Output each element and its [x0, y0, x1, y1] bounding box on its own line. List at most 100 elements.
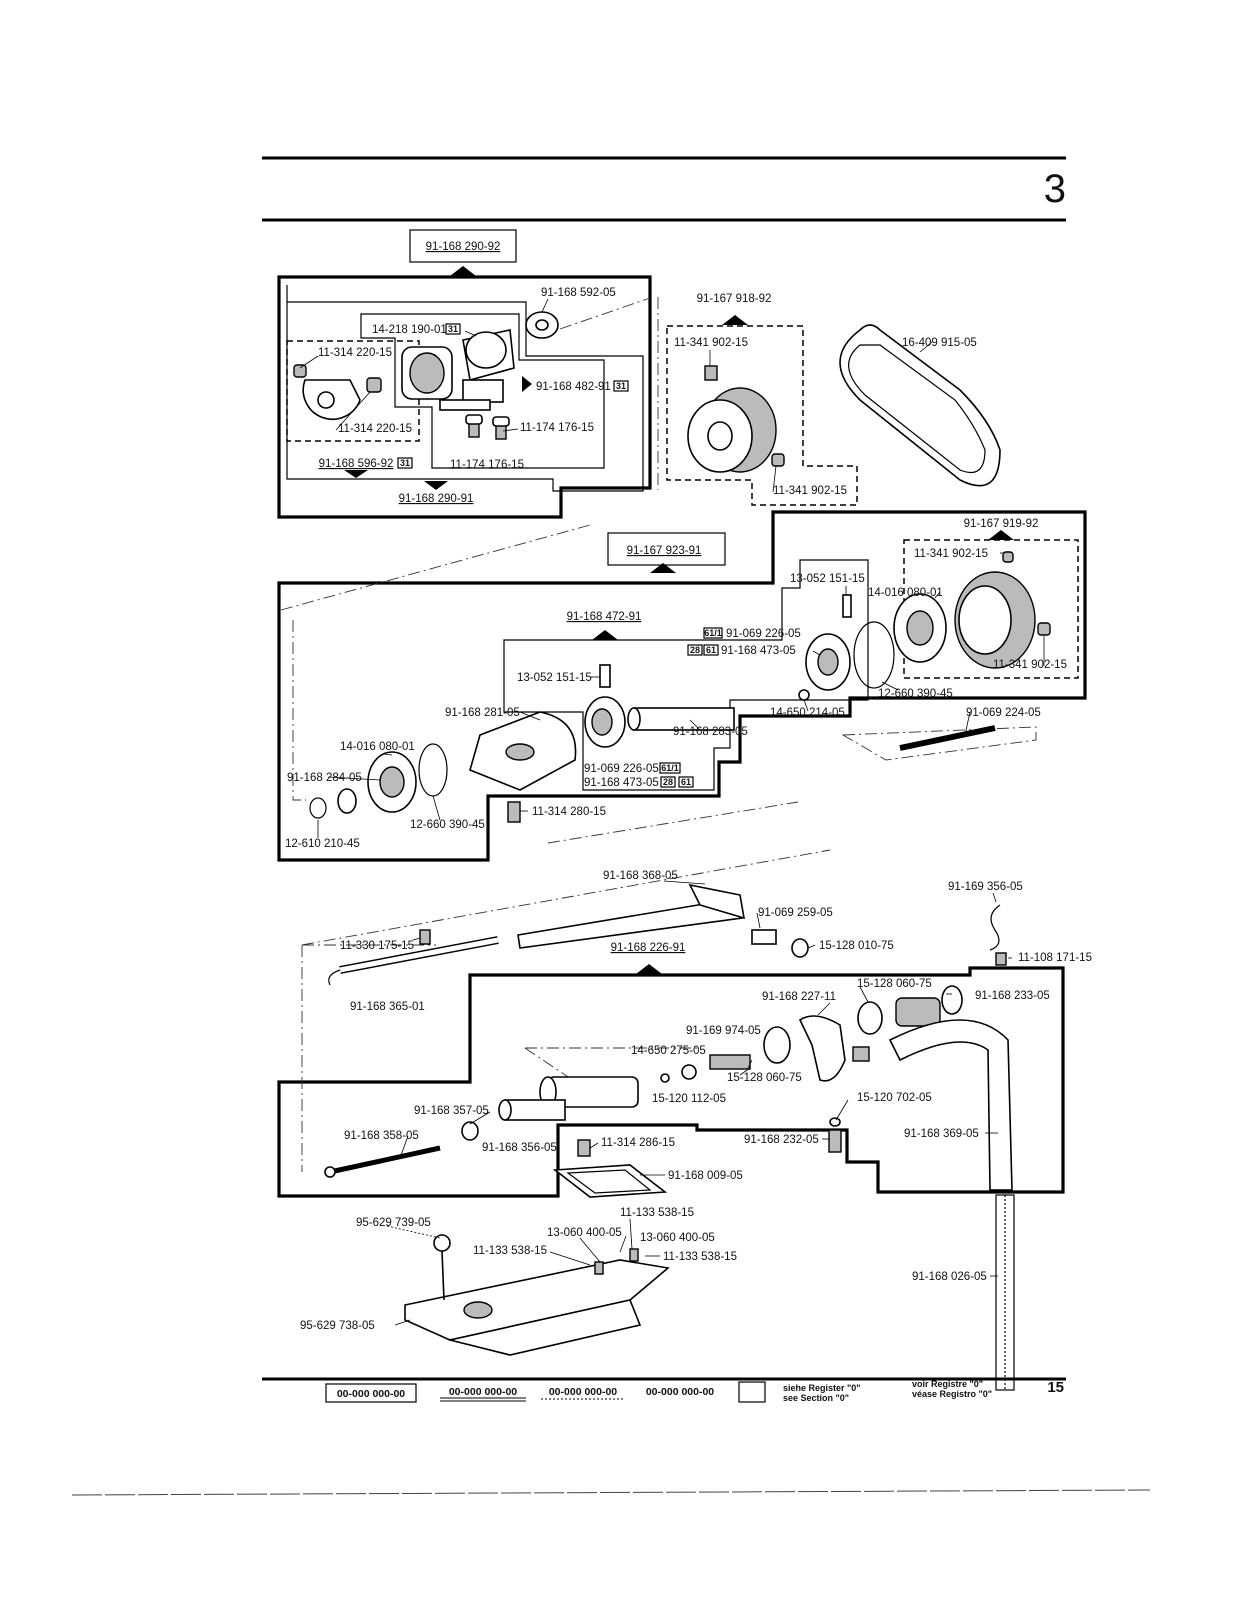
- part-label: 91-168 232-05: [744, 1134, 819, 1146]
- part-label: 91-169 974-05: [686, 1025, 761, 1037]
- part-label: 15-128 010-75: [819, 940, 894, 952]
- part-label: 91-168 473-05: [721, 645, 796, 657]
- section-ref: 28: [690, 645, 700, 655]
- part-label: 11-341 902-15: [993, 659, 1067, 671]
- part-label: 12-660 390-45: [410, 819, 485, 831]
- part-label: 14-650 275-05: [631, 1045, 706, 1057]
- part-label: 91-168 284-05: [287, 772, 362, 784]
- part-label: 95-629 739-05: [356, 1217, 431, 1229]
- part-label: 15-120 702-05: [857, 1092, 932, 1104]
- part-label: 91-168 356-05: [482, 1142, 557, 1154]
- section-ref: 31: [400, 458, 410, 468]
- scan-edge-line: [71, 1489, 1151, 1496]
- assembly-outlines: [277, 229, 1087, 1198]
- part-label: 91-168 369-05: [904, 1128, 979, 1140]
- part-label: 11-341 902-15: [674, 337, 748, 349]
- assembly-outline-918-92: [666, 325, 858, 506]
- section-ref: 31: [616, 381, 626, 391]
- section-ref: 61/1: [661, 763, 679, 773]
- assembly-label-919-92: 91-167 919-92: [964, 518, 1039, 530]
- part-label: 91-168 227-11: [762, 991, 836, 1003]
- legend-boxed-number: 00-000 000-00: [337, 1388, 405, 1400]
- page-header: 3: [262, 156, 1066, 222]
- part-label: 16-409 915-05: [902, 337, 977, 349]
- assembly-outline-923-91: [277, 510, 1087, 862]
- part-label: 91-069 259-05: [758, 907, 833, 919]
- part-label: 91-069 224-05: [966, 707, 1041, 719]
- leader-lines: [299, 298, 1045, 1326]
- assembly-outline-226-91: [277, 966, 1065, 1198]
- part-label: 13-060 400-05: [640, 1232, 715, 1244]
- part-label: 11-341 902-15: [773, 485, 847, 497]
- part-label: 14-650 214-05: [770, 707, 845, 719]
- assembly-box-923-91: [607, 532, 726, 566]
- part-label: 14-016 080-01: [340, 741, 415, 753]
- part-label: 13-060 400-05: [547, 1227, 622, 1239]
- part-label: 91-168 281-05: [445, 707, 520, 719]
- part-label: 91-168 009-05: [668, 1170, 743, 1182]
- part-label: 91-168 592-05: [541, 287, 616, 299]
- part-label: 15-128 060-75: [857, 978, 932, 990]
- assembly-outline-290-92: [277, 275, 652, 519]
- part-label: 11-108 171-15: [1018, 952, 1092, 964]
- assembly-box-290-92: [409, 229, 517, 263]
- assembly-label-226-91: 91-168 226-91: [611, 942, 686, 954]
- legend-note-en: see Section "0": [783, 1393, 849, 1403]
- part-label: 13-052 151-15: [790, 573, 865, 585]
- part-label: 11-341 902-15: [914, 548, 988, 560]
- part-label: 91-168 368-05: [603, 870, 678, 882]
- assembly-label-472-91: 91-168 472-91: [567, 611, 642, 623]
- part-label: 95-629 738-05: [300, 1320, 375, 1332]
- legend-dashed-underline-number: 00-000 000-00: [549, 1386, 617, 1398]
- assembly-label-918-92: 91-167 918-92: [697, 293, 772, 305]
- part-label: 15-120 112-05: [652, 1093, 726, 1105]
- legend-double-underline-number: 00-000 000-00: [449, 1386, 517, 1398]
- part-label: 12-660 390-45: [878, 688, 953, 700]
- part-label: 11-174 176-15: [450, 459, 524, 471]
- part-label: 13-052 151-15: [517, 672, 592, 684]
- part-label: 11-330 175-15: [340, 940, 414, 952]
- footer-legend: 00-000 000-00 00-000 000-00 00-000 000-0…: [262, 1377, 1066, 1403]
- part-label: 91-168 026-05: [912, 1271, 987, 1283]
- part-label: 91-168 358-05: [344, 1130, 419, 1142]
- part-label: 91-168 233-05: [975, 990, 1050, 1002]
- assembly-labels: 91-168 290-92 91-168 290-91 91-168 596-9…: [319, 241, 1039, 974]
- part-label: 15-128 060-75: [727, 1072, 802, 1084]
- page-number: 15: [1047, 1379, 1064, 1396]
- part-label: 11-133 538-15: [663, 1251, 737, 1263]
- section-ref: 28: [663, 777, 673, 787]
- section-ref: 31: [448, 324, 458, 334]
- part-label: 91-168 283-05: [673, 726, 748, 738]
- part-label: 11-314 280-15: [532, 806, 606, 818]
- part-label: 91-069 226-05: [726, 628, 801, 640]
- part-label: 11-314 220-15: [338, 423, 412, 435]
- legend-plain-number: 00-000 000-00: [646, 1386, 714, 1398]
- part-label: 91-169 356-05: [948, 881, 1023, 893]
- part-label: 14-016 080-01: [868, 587, 943, 599]
- part-label: 91-168 473-05: [584, 777, 659, 789]
- assembly-label-923-91: 91-167 923-91: [627, 545, 702, 557]
- legend-note-fr: voir Registre "0": [912, 1379, 983, 1389]
- part-labels: 91-168 592-05 14-218 190-01 11-314 220-1…: [285, 287, 1092, 1332]
- part-label: 11-133 538-15: [473, 1245, 547, 1257]
- part-label: 91-168 357-05: [414, 1105, 489, 1117]
- part-label: 11-314 220-15: [318, 347, 392, 359]
- assembly-label-290-91: 91-168 290-91: [399, 493, 474, 505]
- assembly-label-596-92: 91-168 596-92: [319, 458, 394, 470]
- section-number: 3: [1044, 167, 1066, 211]
- part-label: 91-069 226-05: [584, 763, 659, 775]
- part-label: 11-314 286-15: [601, 1137, 675, 1149]
- part-label: 12-610 210-45: [285, 838, 360, 850]
- section-ref: 61/1: [704, 628, 722, 638]
- legend-note-de: siehe Register "0": [783, 1383, 861, 1393]
- part-label: 11-174 176-15: [520, 422, 594, 434]
- section-ref: 61: [681, 777, 691, 787]
- assembly-label-290-92: 91-168 290-92: [426, 241, 501, 253]
- section-references: 31 31 31 61/1 28 61 61/1 28 61: [397, 323, 723, 788]
- parts-drawings: [293, 311, 1051, 1391]
- section-ref: 61: [706, 645, 716, 655]
- assembly-label-482-91: 91-168 482-91: [536, 381, 611, 393]
- part-label: 11-133 538-15: [620, 1207, 694, 1219]
- part-label: 91-168 365-01: [350, 1001, 425, 1013]
